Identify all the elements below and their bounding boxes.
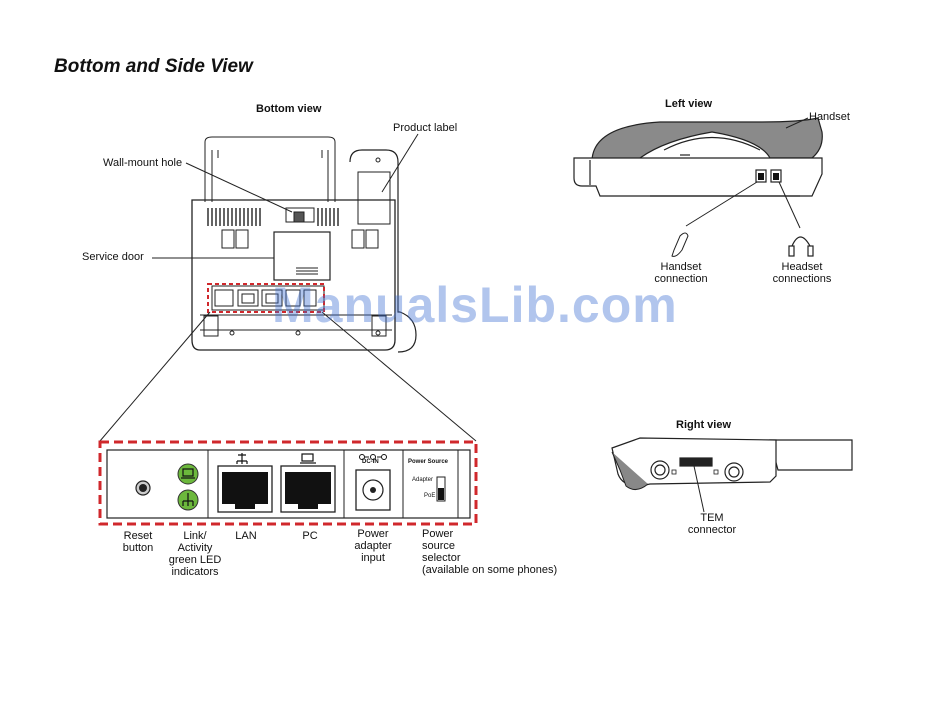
bottom-view-title: Bottom view — [256, 103, 322, 115]
product-label-callout: Product label — [393, 122, 458, 134]
power-source-label: Power Source — [408, 459, 449, 465]
pc-label: PC — [302, 530, 318, 542]
link-activity-label: Link/ Activity green LED indicators — [168, 530, 222, 578]
dc-in-label: DC-IN — [362, 459, 379, 465]
power-adapter-label: Power adapter input — [354, 528, 392, 564]
lan-label: LAN — [235, 530, 257, 542]
headset-connections-callout: Headset connections — [772, 261, 832, 285]
right-view-title: Right view — [676, 419, 732, 431]
bottom-callout-lines — [99, 133, 477, 442]
service-door-callout: Service door — [82, 251, 144, 263]
handset-callout: Handset — [809, 111, 850, 123]
tem-connector-callout: TEM connector — [687, 512, 737, 536]
left-view-title: Left view — [665, 98, 713, 110]
handset-connection-callout: Handset connection — [654, 261, 708, 285]
ports-detail-drawing — [98, 440, 478, 526]
left-view-drawing — [573, 117, 823, 257]
reset-button-label: Reset button — [122, 530, 154, 554]
poe-label: PoE — [424, 493, 436, 499]
ports-highlight-small — [207, 283, 325, 313]
adapter-label: Adapter — [412, 477, 434, 483]
bottom-view-drawing — [191, 136, 417, 353]
power-selector-label: Power source selector (available on some… — [422, 528, 558, 576]
wall-mount-hole-callout: Wall-mount hole — [103, 157, 183, 169]
page-title: Bottom and Side View — [54, 56, 253, 77]
watermark: ManualsLib.com — [272, 277, 678, 333]
right-view-drawing — [611, 437, 853, 513]
